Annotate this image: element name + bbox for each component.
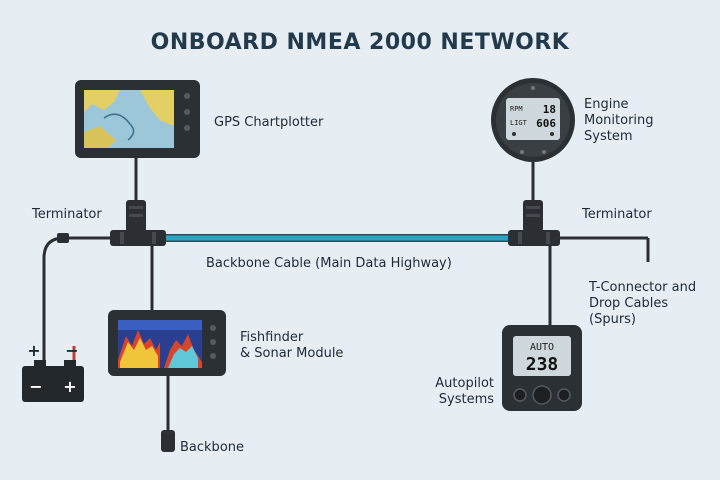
autopilot-device: AUTO 238 bbox=[502, 325, 582, 411]
label-gps-chartplotter: GPS Chartplotter bbox=[214, 115, 324, 130]
label-backbone-cable: Backbone Cable (Main Data Highway) bbox=[206, 256, 452, 271]
label-tconnector-line2: Drop Cables bbox=[589, 296, 669, 311]
label-terminator-right: Terminator bbox=[582, 207, 652, 222]
engine-gauge-screen bbox=[506, 98, 560, 140]
label-fishfinder-line1: Fishfinder bbox=[240, 330, 304, 345]
battery-bottom-plus: + bbox=[63, 377, 76, 396]
battery-top-minus: − bbox=[65, 341, 78, 360]
engine-row1-value: 18 bbox=[543, 103, 556, 116]
engine-row2-key: LIGT bbox=[510, 119, 528, 127]
left-terminator bbox=[57, 233, 69, 243]
engine-gauge-device: RPM 18 LIGT 606 bbox=[491, 78, 575, 162]
backbone-end-connector bbox=[161, 430, 175, 452]
autopilot-heading: 238 bbox=[526, 354, 559, 375]
right-terminator-cable bbox=[548, 236, 650, 262]
battery-top-plus: + bbox=[27, 341, 40, 360]
label-tconnector: T-Connector and Drop Cables (Spurs) bbox=[589, 280, 696, 328]
label-autopilot-line1: Autopilot bbox=[435, 376, 494, 391]
battery: + − − + bbox=[22, 341, 84, 402]
label-engine-monitoring: Engine Monitoring System bbox=[584, 97, 654, 145]
label-autopilot-line2: Systems bbox=[438, 392, 494, 407]
autopilot-screen bbox=[513, 336, 571, 376]
left-terminator-cable bbox=[42, 233, 114, 344]
label-engine-line3: System bbox=[584, 129, 633, 144]
engine-row2-value: 606 bbox=[536, 117, 556, 130]
label-terminator-left: Terminator bbox=[32, 207, 102, 222]
label-fishfinder: Fishfinder & Sonar Module bbox=[240, 330, 343, 362]
label-fishfinder-line2: & Sonar Module bbox=[240, 346, 344, 361]
label-backbone: Backbone bbox=[180, 440, 245, 455]
fishfinder-device bbox=[108, 310, 226, 376]
label-tconnector-line3: (Spurs) bbox=[589, 312, 637, 327]
label-engine-line2: Monitoring bbox=[584, 113, 654, 128]
engine-row1-key: RPM bbox=[510, 105, 523, 113]
label-tconnector-line1: T-Connector and bbox=[589, 280, 697, 295]
diagram-title: ONBOARD NMEA 2000 NETWORK bbox=[150, 30, 570, 55]
tee-connector-left bbox=[110, 200, 166, 246]
autopilot-mode: AUTO bbox=[530, 342, 554, 353]
autopilot-left-button bbox=[513, 388, 527, 402]
label-engine-line1: Engine bbox=[584, 97, 629, 112]
gps-chartplotter-device bbox=[75, 80, 200, 158]
autopilot-center-button bbox=[532, 385, 552, 405]
tee-connector-right bbox=[508, 200, 560, 246]
autopilot-right-button bbox=[557, 388, 571, 402]
label-autopilot: Autopilot Systems bbox=[430, 376, 494, 408]
battery-bottom-minus: − bbox=[29, 377, 42, 396]
